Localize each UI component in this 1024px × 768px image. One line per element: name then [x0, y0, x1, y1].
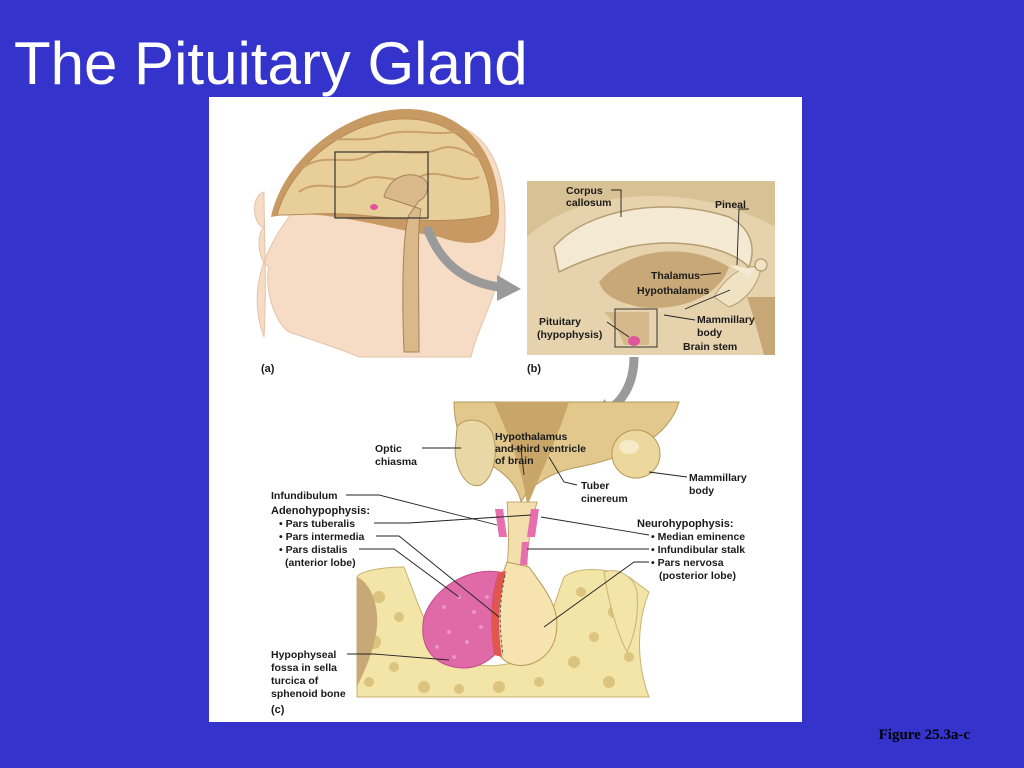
pituitary-highlight-b [628, 336, 640, 346]
panel-b-leader-lines [606, 189, 749, 338]
label-fossa-4: sphenoid bone [271, 688, 346, 700]
label-pars-tuberalis: • Pars tuberalis [279, 518, 355, 530]
label-neurohypophysis: Neurohypophysis: [637, 518, 734, 530]
label-mammillary-c-1: Mammillary [689, 472, 747, 484]
figure-caption: Figure 25.3a-c [878, 727, 970, 743]
label-fossa-3: turcica of [271, 675, 319, 687]
panel-label-a: (a) [261, 363, 275, 375]
detail-box-a [334, 151, 429, 219]
panel-c-leader-lines [346, 447, 688, 661]
panel-a-head [254, 108, 506, 358]
arrow-a-to-b [422, 225, 500, 292]
label-pars-distalis: • Pars distalis [279, 544, 348, 556]
label-adenohypophysis: Adenohypophysis: [271, 505, 370, 517]
label-fossa-2: fossa in sella [271, 662, 337, 674]
label-tuber-1: Tuber [581, 480, 609, 492]
label-infundibulum: Infundibulum [271, 490, 337, 502]
label-mammillary-b-1: Mammillary [697, 314, 755, 326]
label-corpus-callosum-1: Corpus [566, 185, 603, 197]
label-corpus-callosum-2: callosum [566, 197, 612, 209]
panel-b-brain-detail [527, 181, 775, 355]
label-optic-1: Optic [375, 443, 402, 455]
panel-c-labels: Optic chiasma Hypothalamus and third ven… [271, 431, 747, 700]
pituitary-figure: Corpus callosum Pineal Thalamus Hypothal… [254, 108, 775, 716]
label-median-eminence: • Median eminence [651, 531, 745, 543]
label-hypo-c-1: Hypothalamus [495, 431, 568, 443]
label-hypo-c-3: of brain [495, 455, 534, 467]
label-hypothalamus-b: Hypothalamus [637, 285, 710, 297]
figure-panel: Corpus callosum Pineal Thalamus Hypothal… [209, 97, 802, 722]
panel-b-labels: Corpus callosum Pineal Thalamus Hypothal… [537, 185, 755, 353]
label-pineal: Pineal [715, 199, 746, 211]
label-mammillary-c-2: body [689, 485, 714, 497]
panel-label-b: (b) [527, 363, 541, 375]
label-anterior-lobe: (anterior lobe) [285, 557, 356, 569]
label-optic-2: chiasma [375, 456, 417, 468]
label-posterior-lobe: (posterior lobe) [659, 570, 736, 582]
label-thalamus: Thalamus [651, 270, 700, 282]
label-pituitary-2: (hypophysis) [537, 329, 602, 341]
panel-c-pituitary-detail [356, 401, 680, 698]
label-fossa-1: Hypophyseal [271, 649, 336, 661]
panel-label-c: (c) [271, 704, 285, 716]
label-pars-nervosa: • Pars nervosa [651, 557, 724, 569]
label-brain-stem: Brain stem [683, 341, 737, 353]
label-tuber-2: cinereum [581, 493, 628, 505]
label-mammillary-b-2: body [697, 327, 722, 339]
label-hypo-c-2: and third ventricle [495, 443, 586, 455]
label-pituitary-1: Pituitary [539, 316, 581, 328]
slide-title: The Pituitary Gland [14, 30, 528, 97]
label-pars-intermedia: • Pars intermedia [279, 531, 365, 543]
arrow-a-to-b-head [497, 275, 521, 301]
detail-box-b [614, 308, 658, 348]
label-infundibular-stalk: • Infundibular stalk [651, 544, 745, 556]
